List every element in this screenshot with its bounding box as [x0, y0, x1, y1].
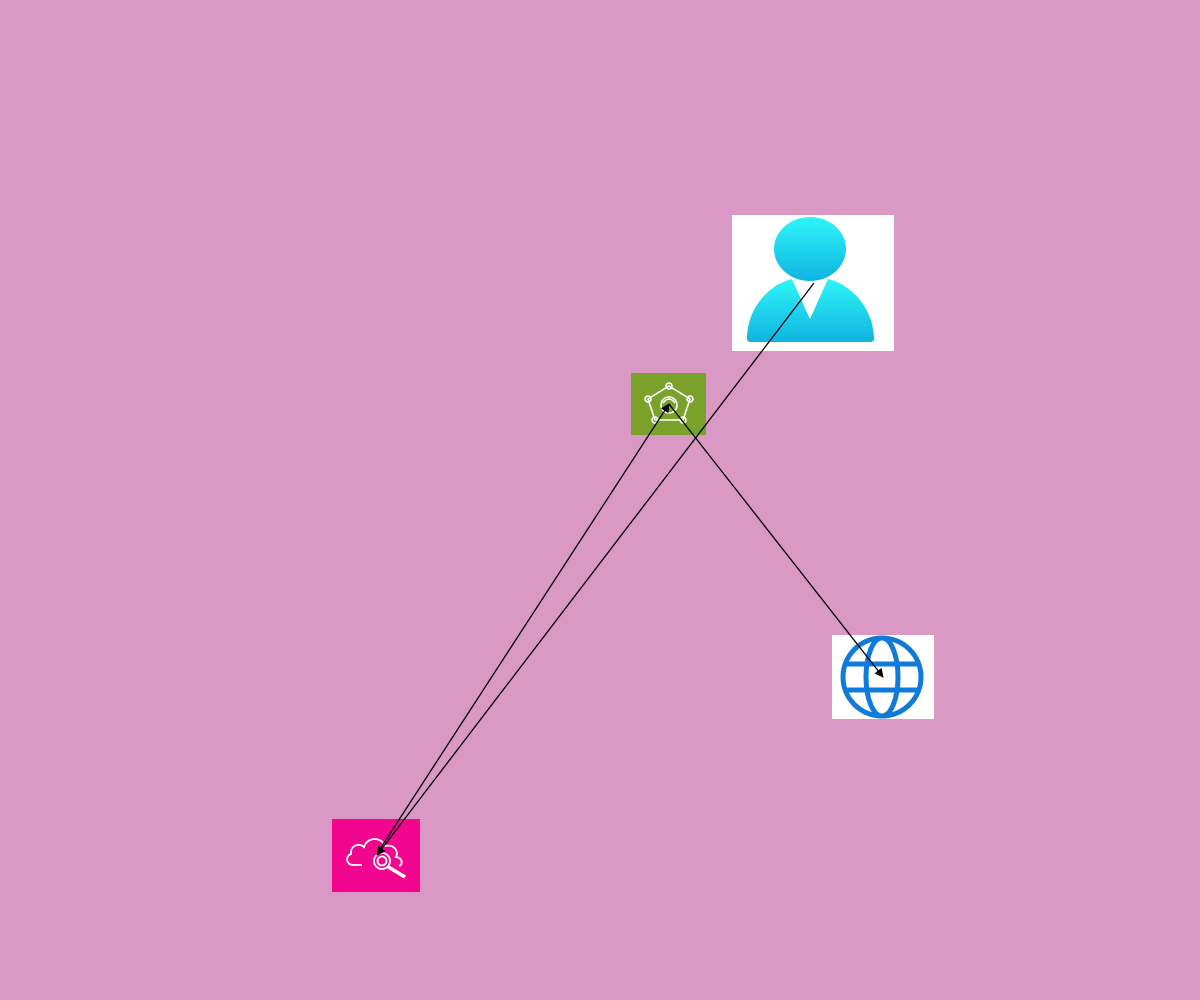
network-service-node[interactable] [631, 373, 706, 435]
user-icon [747, 217, 874, 342]
cloud-search-node[interactable] [332, 819, 420, 892]
globe-node[interactable] [832, 635, 934, 719]
cloud-search-icon [346, 838, 406, 879]
edge-user-to-search [376, 282, 815, 856]
user-node[interactable] [732, 215, 894, 351]
globe-icon [840, 635, 924, 719]
network-service-icon [644, 382, 694, 424]
edge-search-to-service [377, 403, 670, 853]
